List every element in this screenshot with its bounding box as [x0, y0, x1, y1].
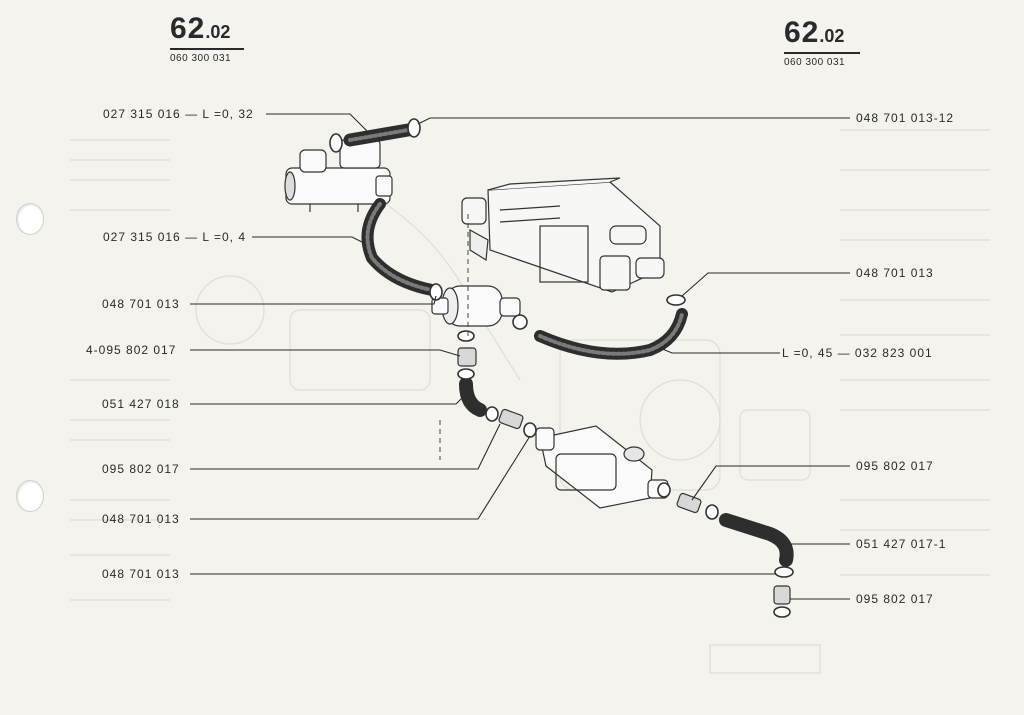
page-header-right: 62.02 060 300 031 [784, 16, 860, 68]
callout-clip-left-2: 048 701 013 [102, 512, 180, 526]
drawing-code-right: 060 300 031 [784, 57, 846, 68]
page-number-main: 62 [170, 12, 206, 45]
leader-lines [190, 113, 850, 600]
drawing-code-left: 060 300 031 [170, 53, 232, 64]
callout-elbow-left: 051 427 018 [102, 397, 180, 411]
callout-sleeve-left: 4-095 802 017 [86, 343, 177, 357]
callout-clip-bottom: 048 701 013 [102, 567, 180, 581]
callout-hose-upper: 027 315 016 — L =0, 32 [103, 107, 254, 121]
heater-block [461, 177, 665, 293]
callout-sleeve-left-2: 095 802 017 [102, 462, 180, 476]
callout-sleeve-right: 095 802 017 [856, 459, 934, 473]
assembly-centerlines [439, 214, 469, 460]
hose-sleeves [457, 347, 791, 605]
fuel-filter [431, 285, 521, 327]
callout-sleeve-bottom: 095 802 017 [856, 592, 934, 606]
header-rule [170, 48, 244, 50]
upper-valve-unit [284, 139, 393, 212]
hose-clips [329, 118, 794, 618]
page-number-left: 62.02 [170, 12, 244, 46]
show-through-background [70, 129, 990, 674]
callout-hose-right-long: L =0, 45 — 032 823 001 [782, 346, 933, 360]
page-number-suffix: .02 [819, 26, 845, 46]
callout-hose-left: 027 315 016 — L =0, 4 [103, 230, 246, 244]
callout-clip-right-upper: 048 701 013 [856, 266, 934, 280]
punch-hole-bottom [16, 480, 44, 512]
hoses [343, 123, 794, 567]
page-number-suffix: .02 [205, 22, 231, 42]
page-header-left: 62.02 060 300 031 [170, 12, 244, 64]
callout-elbow-right: 051 427 017-1 [856, 537, 947, 551]
callout-clip-top-right: 048 701 013-12 [856, 111, 955, 125]
header-rule [784, 52, 860, 54]
lower-heat-exchanger [535, 425, 669, 509]
page-number-main: 62 [784, 16, 820, 49]
callout-clip-left-1: 048 701 013 [102, 297, 180, 311]
page-number-right: 62.02 [784, 16, 860, 50]
punch-hole-top [16, 203, 44, 235]
